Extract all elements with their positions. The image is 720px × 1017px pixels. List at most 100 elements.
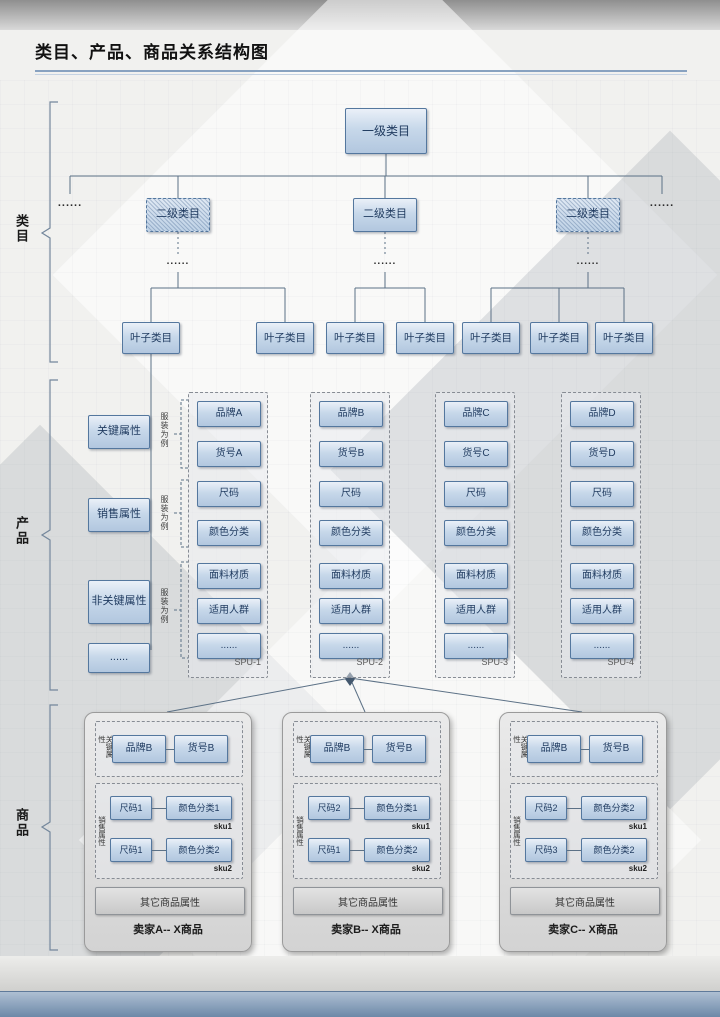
sku-tag: sku2 (411, 864, 430, 873)
size-box: 尺码1 (110, 838, 152, 862)
size-box: 尺码1 (308, 838, 350, 862)
spu-label: SPU-2 (356, 657, 383, 667)
other-attrs-box: 其它商品属性 (293, 887, 443, 915)
spu-item-box: 尺码 (319, 481, 383, 507)
spu-item-box: 品牌C (444, 401, 508, 427)
sale-attr-vertical-label: 销售属性 (97, 816, 107, 846)
sku-tag: sku1 (628, 822, 647, 831)
size-box: 尺码2 (308, 796, 350, 820)
leaf-category-box: 叶子类目 (256, 322, 314, 354)
brand-box: 品牌B (112, 735, 166, 763)
color-box: 颜色分类2 (166, 838, 232, 862)
level1-category-box: 一级类目 (345, 108, 427, 154)
sale-attr-panel: 销售属性 尺码1 颜色分类1 sku1 尺码1 颜色分类2 sku2 (95, 783, 243, 879)
box-connector (567, 850, 581, 851)
color-box: 颜色分类1 (166, 796, 232, 820)
leaf-category-box: 叶子类目 (122, 322, 180, 354)
sale-attr-panel: 销售属性 尺码2 颜色分类1 sku1 尺码1 颜色分类2 sku2 (293, 783, 441, 879)
bottom-band (0, 956, 720, 992)
level2-category-box: 二级类目 (556, 198, 620, 232)
spu-item-box: 适用人群 (319, 598, 383, 624)
attr-note: 服装为例 (160, 588, 169, 624)
spu-container-1: 品牌A 货号A 尺码 颜色分类 面料材质 适用人群 ...... SPU-1 (188, 392, 268, 678)
box-connector (166, 749, 174, 750)
attr-more-box: ...... (88, 643, 150, 673)
section-label-category: 类目 (14, 214, 29, 244)
spu-item-box: 尺码 (570, 481, 634, 507)
leaf-category-box: 叶子类目 (462, 322, 520, 354)
spu-label: SPU-3 (481, 657, 508, 667)
spu-item-box: 货号A (197, 441, 261, 467)
attr-note: 服装为例 (160, 412, 169, 448)
spu-item-box: 颜色分类 (570, 520, 634, 546)
spu-item-box: 货号D (570, 441, 634, 467)
spu-container-2: 品牌B 货号B 尺码 颜色分类 面料材质 适用人群 ...... SPU-2 (310, 392, 390, 678)
key-attr-panel: 关键属性 品牌B 货号B (510, 721, 658, 777)
sku-tag: sku1 (411, 822, 430, 831)
other-attrs-box: 其它商品属性 (510, 887, 660, 915)
spu-item-box: 颜色分类 (444, 520, 508, 546)
spu-item-box: 品牌D (570, 401, 634, 427)
sku-tag: sku2 (213, 864, 232, 873)
ellipsis-left: ...... (57, 197, 83, 209)
spu-item-box: ...... (444, 633, 508, 659)
spu-item-box: 适用人群 (197, 598, 261, 624)
seller-card-b: 关键属性 品牌B 货号B 销售属性 尺码2 颜色分类1 sku1 尺码1 颜色分… (282, 712, 450, 952)
branch-ellipsis: ...... (166, 256, 190, 267)
itemno-box: 货号B (589, 735, 643, 763)
leaf-category-box: 叶子类目 (530, 322, 588, 354)
sale-attr-vertical-label: 销售属性 (295, 816, 305, 846)
color-box: 颜色分类2 (581, 796, 647, 820)
page-title: 类目、产品、商品关系结构图 (35, 43, 269, 62)
box-connector (152, 808, 166, 809)
color-box: 颜色分类2 (581, 838, 647, 862)
level2-category-box: 二级类目 (353, 198, 417, 232)
key-attr-vertical-label: 关键属性 (295, 735, 313, 759)
key-attr-panel: 关键属性 品牌B 货号B (95, 721, 243, 777)
spu-item-box: 品牌A (197, 401, 261, 427)
spu-item-box: 货号C (444, 441, 508, 467)
spu-item-box: ...... (197, 633, 261, 659)
key-attr-panel: 关键属性 品牌B 货号B (293, 721, 441, 777)
leaf-category-box: 叶子类目 (396, 322, 454, 354)
bottom-accent-bar (0, 991, 720, 1017)
size-box: 尺码2 (525, 796, 567, 820)
spu-item-box: 品牌B (319, 401, 383, 427)
seller-card-c: 关键属性 品牌B 货号B 销售属性 尺码2 颜色分类2 sku1 尺码3 颜色分… (499, 712, 667, 952)
box-connector (364, 749, 372, 750)
level2-category-box: 二级类目 (146, 198, 210, 232)
seller-title: 卖家A-- X商品 (133, 924, 203, 936)
spu-item-box: 颜色分类 (319, 520, 383, 546)
sku-tag: sku1 (213, 822, 232, 831)
ellipsis-right: ...... (649, 197, 675, 209)
spu-item-box: ...... (570, 633, 634, 659)
size-box: 尺码3 (525, 838, 567, 862)
spu-item-box: 面料材质 (197, 563, 261, 589)
color-box: 颜色分类1 (364, 796, 430, 820)
spu-label: SPU-1 (234, 657, 261, 667)
attr-note: 服装为例 (160, 495, 169, 531)
sale-attr-panel: 销售属性 尺码2 颜色分类2 sku1 尺码3 颜色分类2 sku2 (510, 783, 658, 879)
branch-ellipsis: ...... (576, 256, 600, 267)
branch-ellipsis: ...... (373, 256, 397, 267)
spu-item-box: 适用人群 (570, 598, 634, 624)
spu-container-3: 品牌C 货号C 尺码 颜色分类 面料材质 适用人群 ...... SPU-3 (435, 392, 515, 678)
seller-title: 卖家B-- X商品 (331, 924, 401, 936)
spu-item-box: 货号B (319, 441, 383, 467)
box-connector (152, 850, 166, 851)
other-attrs-box: 其它商品属性 (95, 887, 245, 915)
spu-label: SPU-4 (607, 657, 634, 667)
brand-box: 品牌B (527, 735, 581, 763)
section-label-product: 产品 (14, 516, 29, 546)
section-label-commodity: 商品 (14, 808, 29, 838)
box-connector (350, 850, 364, 851)
box-connector (567, 808, 581, 809)
title-underline (35, 70, 687, 72)
spu-item-box: 尺码 (444, 481, 508, 507)
spu-item-box: 面料材质 (319, 563, 383, 589)
spu-item-box: 颜色分类 (197, 520, 261, 546)
seller-card-a: 关键属性 品牌B 货号B 销售属性 尺码1 颜色分类1 sku1 尺码1 颜色分… (84, 712, 252, 952)
brand-box: 品牌B (310, 735, 364, 763)
spu-item-box: 面料材质 (444, 563, 508, 589)
title-underline-light (35, 74, 687, 75)
